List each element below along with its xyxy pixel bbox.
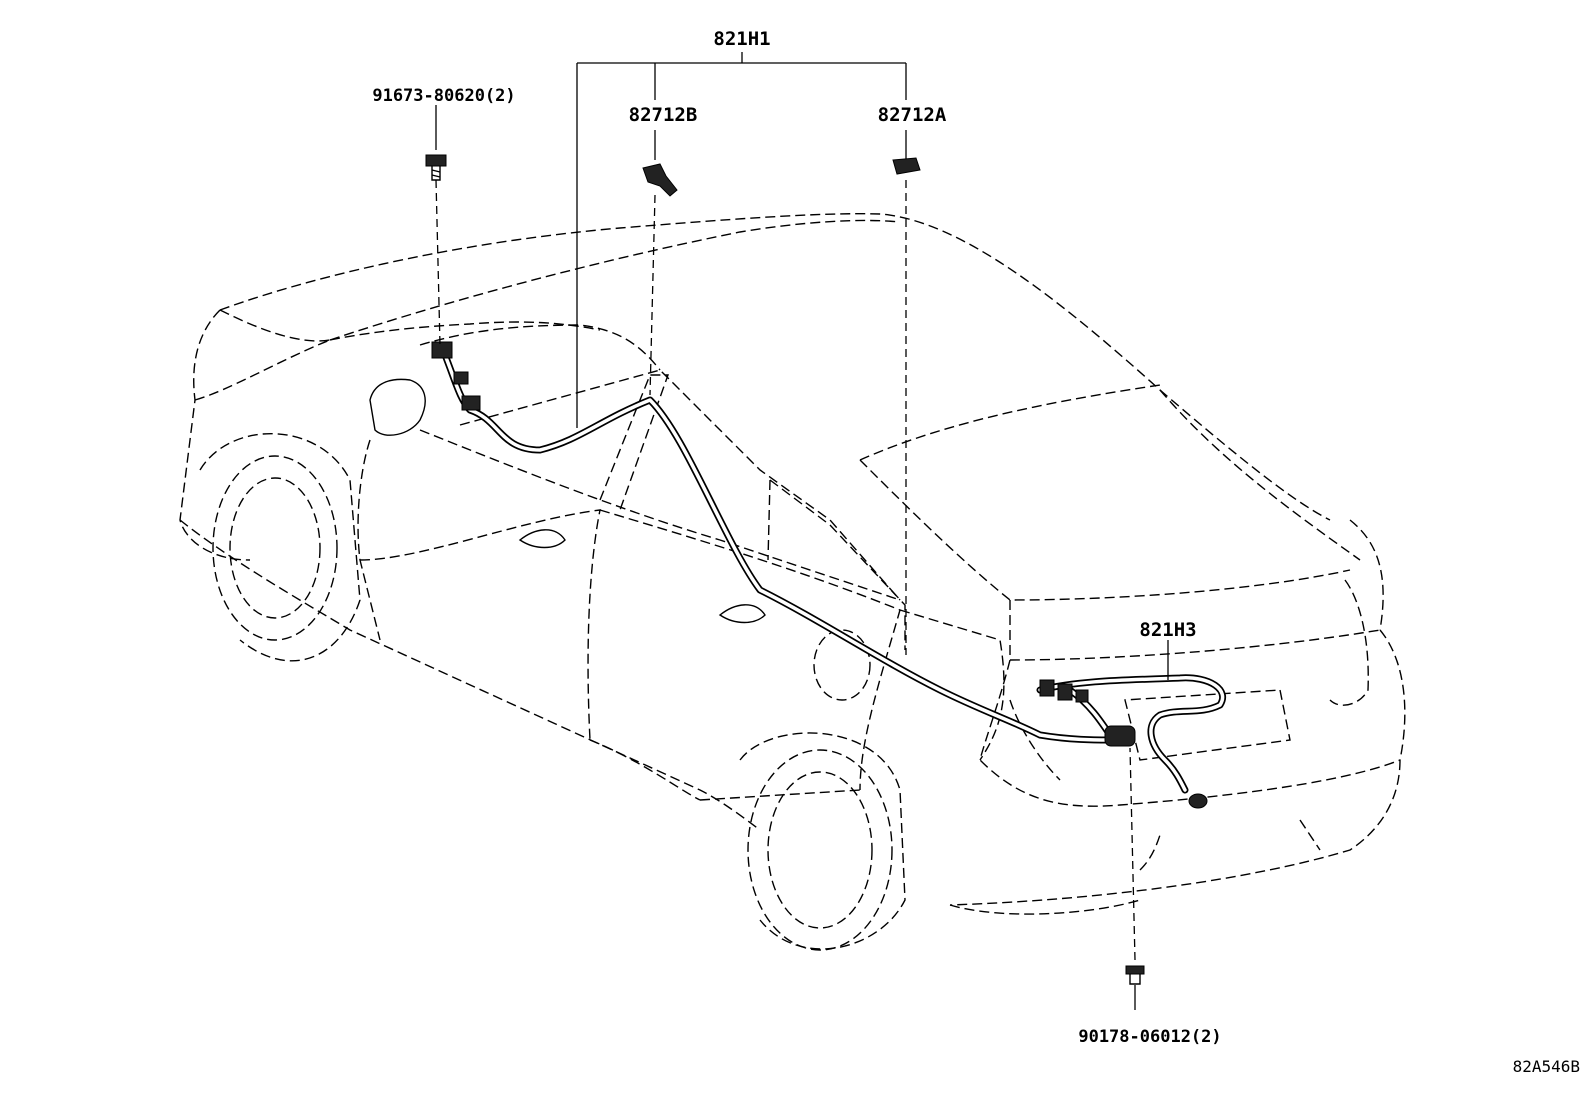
bolt-front-icon (425, 154, 447, 181)
label-91673-80620: 91673-80620(2) (372, 86, 515, 106)
bolt-rear-icon (1125, 965, 1145, 985)
label-90178-06012: 90178-06012(2) (1078, 1027, 1221, 1047)
label-82712a: 82712A (878, 104, 947, 126)
wire-harness-821h1 (441, 351, 1114, 744)
connector-82712a-icon (892, 157, 921, 175)
harness-connectors (431, 341, 1208, 809)
label-821h3: 821H3 (1139, 619, 1196, 641)
label-82712b: 82712B (629, 104, 698, 126)
leader-lines (435, 52, 1169, 1010)
illustration-reference: 82A546B (1513, 1057, 1580, 1076)
vehicle-outline (179, 212, 1406, 951)
label-821h1: 821H1 (713, 28, 770, 50)
connector-82712b-icon (642, 163, 678, 197)
wire-harness-821h3 (1036, 674, 1226, 794)
